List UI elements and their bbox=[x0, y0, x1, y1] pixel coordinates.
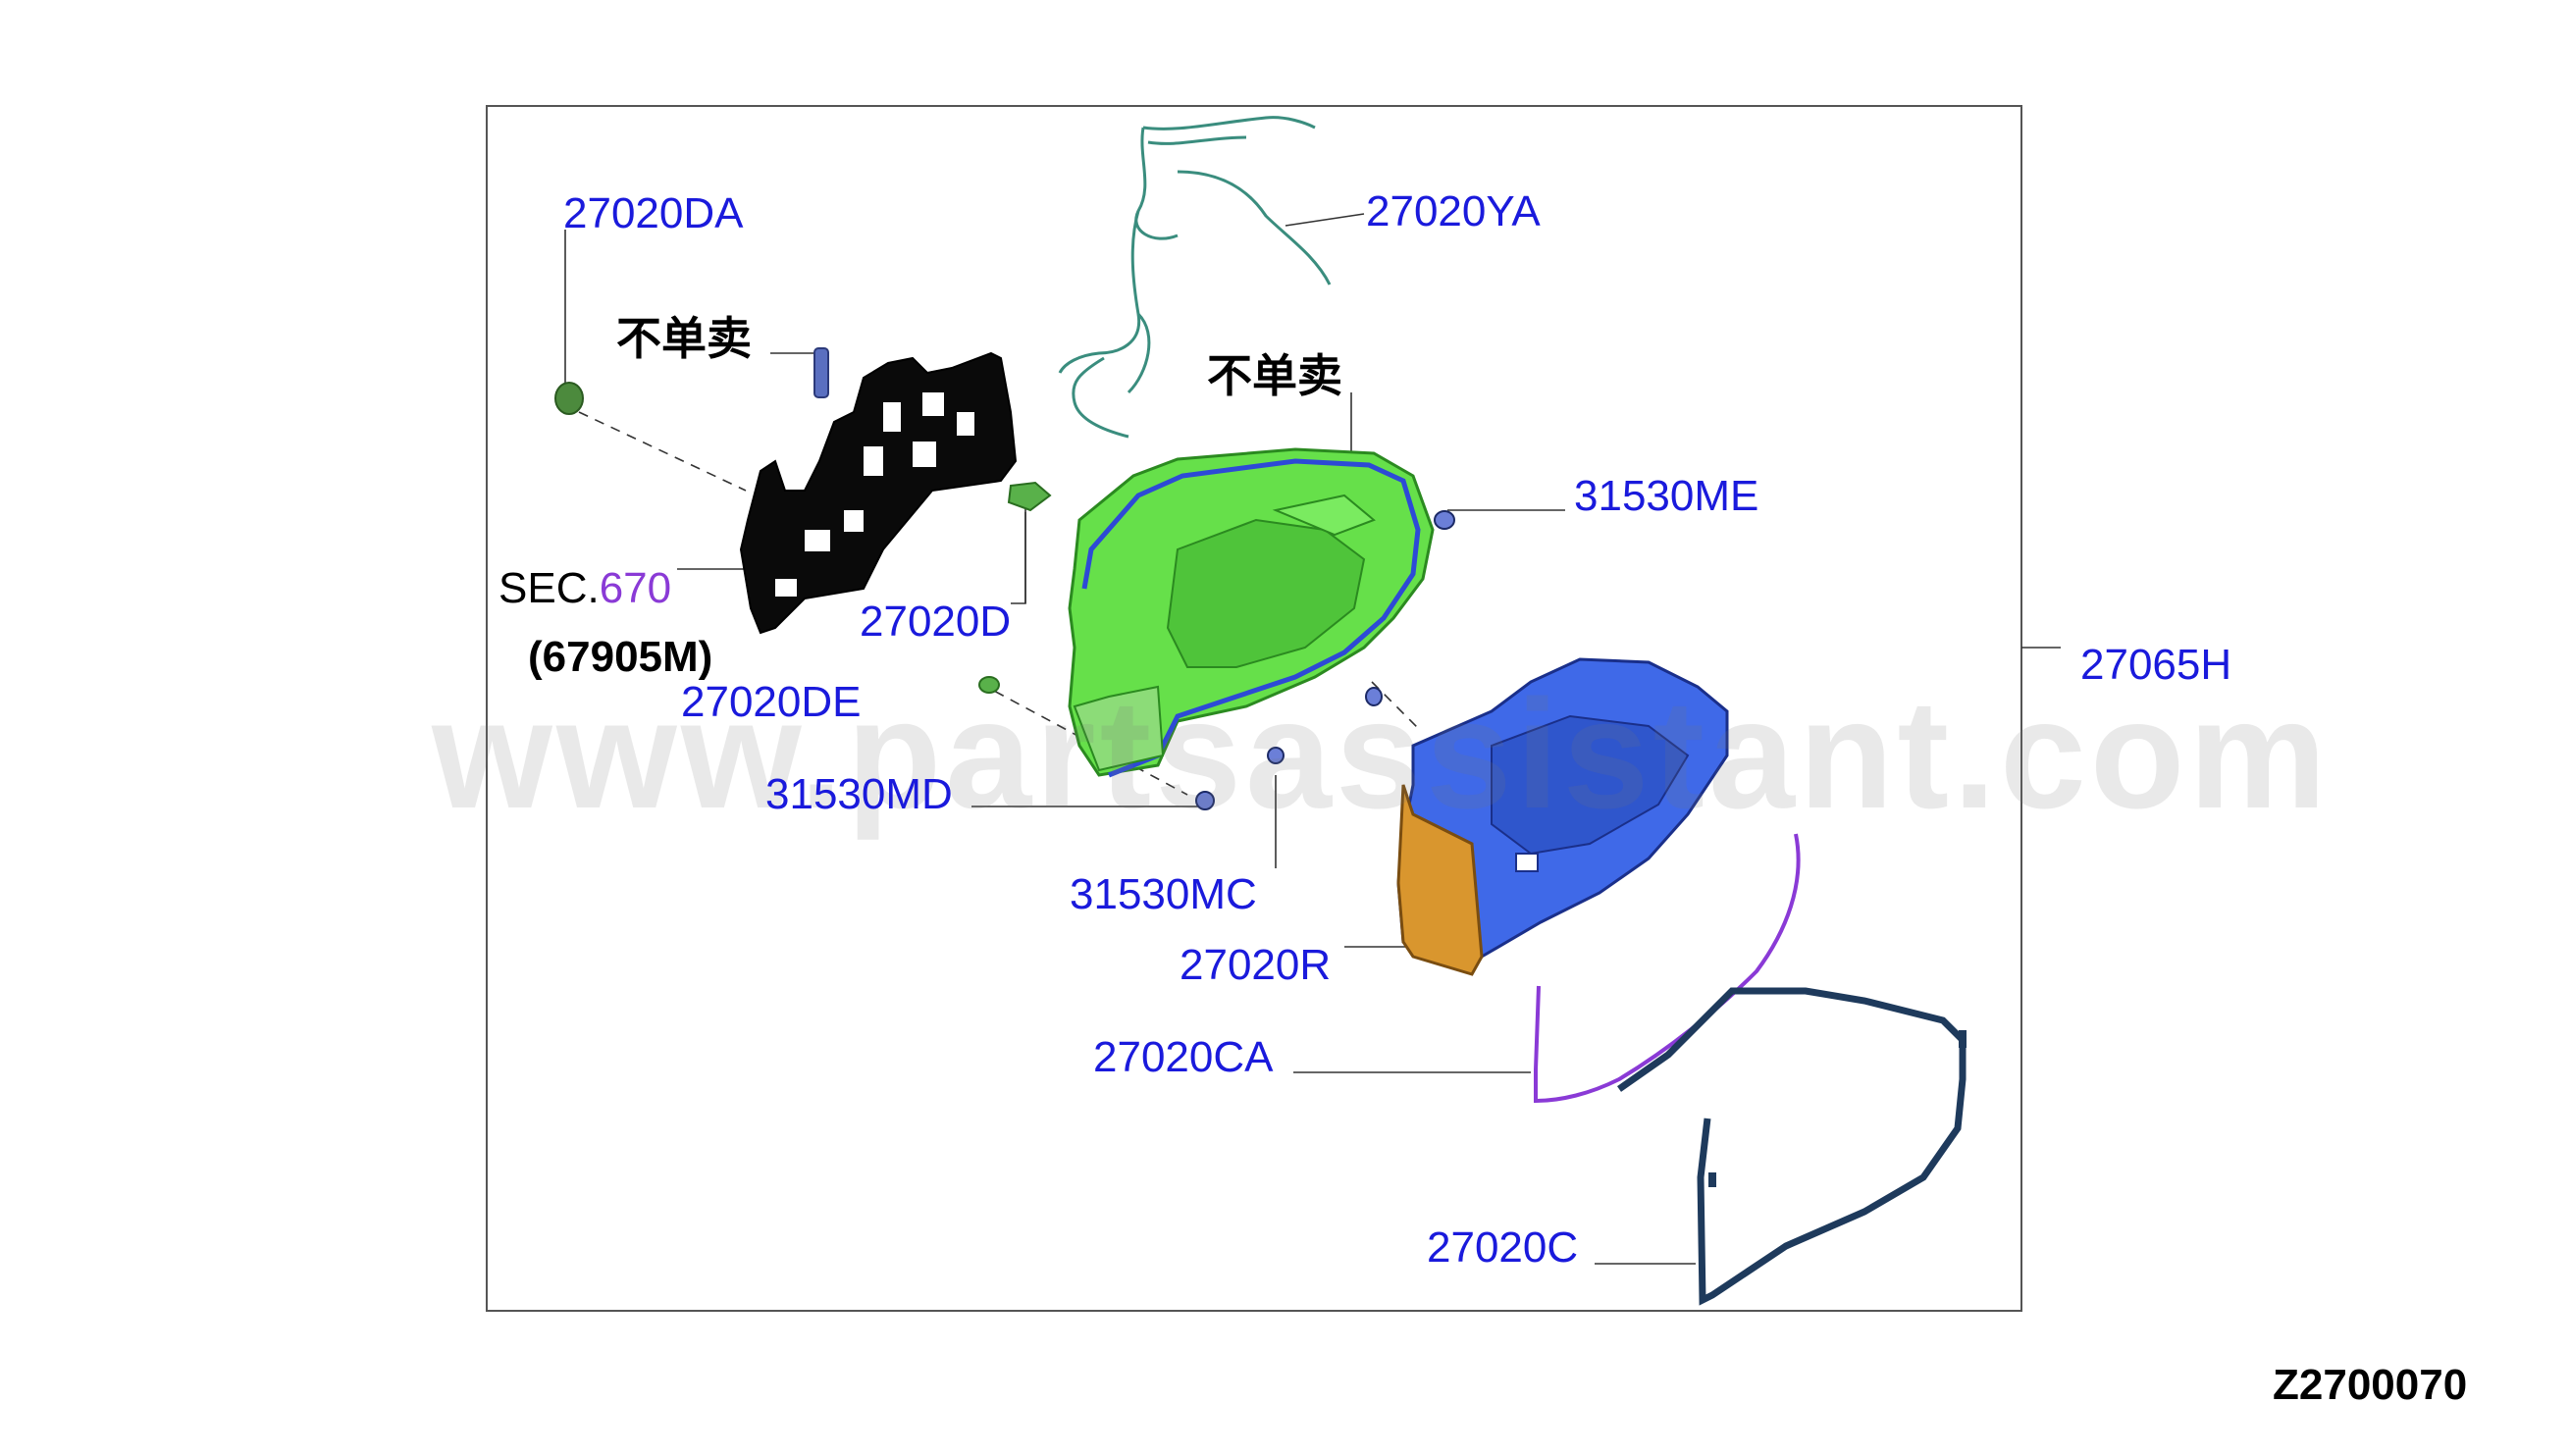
small-bracket-part bbox=[813, 347, 829, 398]
label-27020DE[interactable]: 27020DE bbox=[681, 678, 862, 726]
diagram-frame bbox=[486, 105, 2022, 1312]
cap-31530MC bbox=[1267, 747, 1285, 764]
section-number[interactable]: 670 bbox=[599, 564, 672, 612]
grommet-part bbox=[554, 382, 584, 415]
section-subpart: (67905M) bbox=[528, 633, 713, 681]
label-27020CA[interactable]: 27020CA bbox=[1093, 1033, 1274, 1081]
clip-part bbox=[1007, 481, 1052, 512]
blower-case-part bbox=[1396, 657, 1729, 976]
label-27020R[interactable]: 27020R bbox=[1180, 941, 1332, 989]
label-31530MD[interactable]: 31530MD bbox=[765, 770, 953, 818]
label-31530MC[interactable]: 31530MC bbox=[1070, 870, 1257, 918]
wire-harness-part bbox=[1058, 116, 1332, 439]
bracket-holes bbox=[775, 392, 974, 597]
label-27020DA[interactable]: 27020DA bbox=[563, 189, 744, 237]
diagram-code: Z2700070 bbox=[2273, 1361, 2468, 1409]
dash-bracket-part bbox=[739, 351, 1018, 635]
label-27020D[interactable]: 27020D bbox=[860, 598, 1012, 646]
heater-case-part bbox=[1068, 447, 1435, 778]
cap-31530ME bbox=[1434, 510, 1455, 530]
watermark: www.partsassistant.com bbox=[432, 668, 2331, 841]
label-31530ME[interactable]: 31530ME bbox=[1574, 472, 1759, 520]
label-27020C[interactable]: 27020C bbox=[1427, 1223, 1579, 1272]
label-27065H[interactable]: 27065H bbox=[2080, 641, 2232, 689]
section-reference[interactable]: SEC.670 bbox=[498, 567, 671, 610]
cap-31530MD bbox=[1195, 791, 1215, 810]
section-prefix: SEC. bbox=[498, 564, 600, 612]
gasket-part bbox=[1616, 987, 1967, 1306]
small-clip-part bbox=[978, 676, 1000, 694]
cap-center bbox=[1365, 687, 1383, 706]
not-sold-label-2: 不单卖 bbox=[1207, 349, 1342, 402]
label-27020YA[interactable]: 27020YA bbox=[1366, 187, 1541, 235]
not-sold-label-1: 不单卖 bbox=[616, 312, 752, 365]
